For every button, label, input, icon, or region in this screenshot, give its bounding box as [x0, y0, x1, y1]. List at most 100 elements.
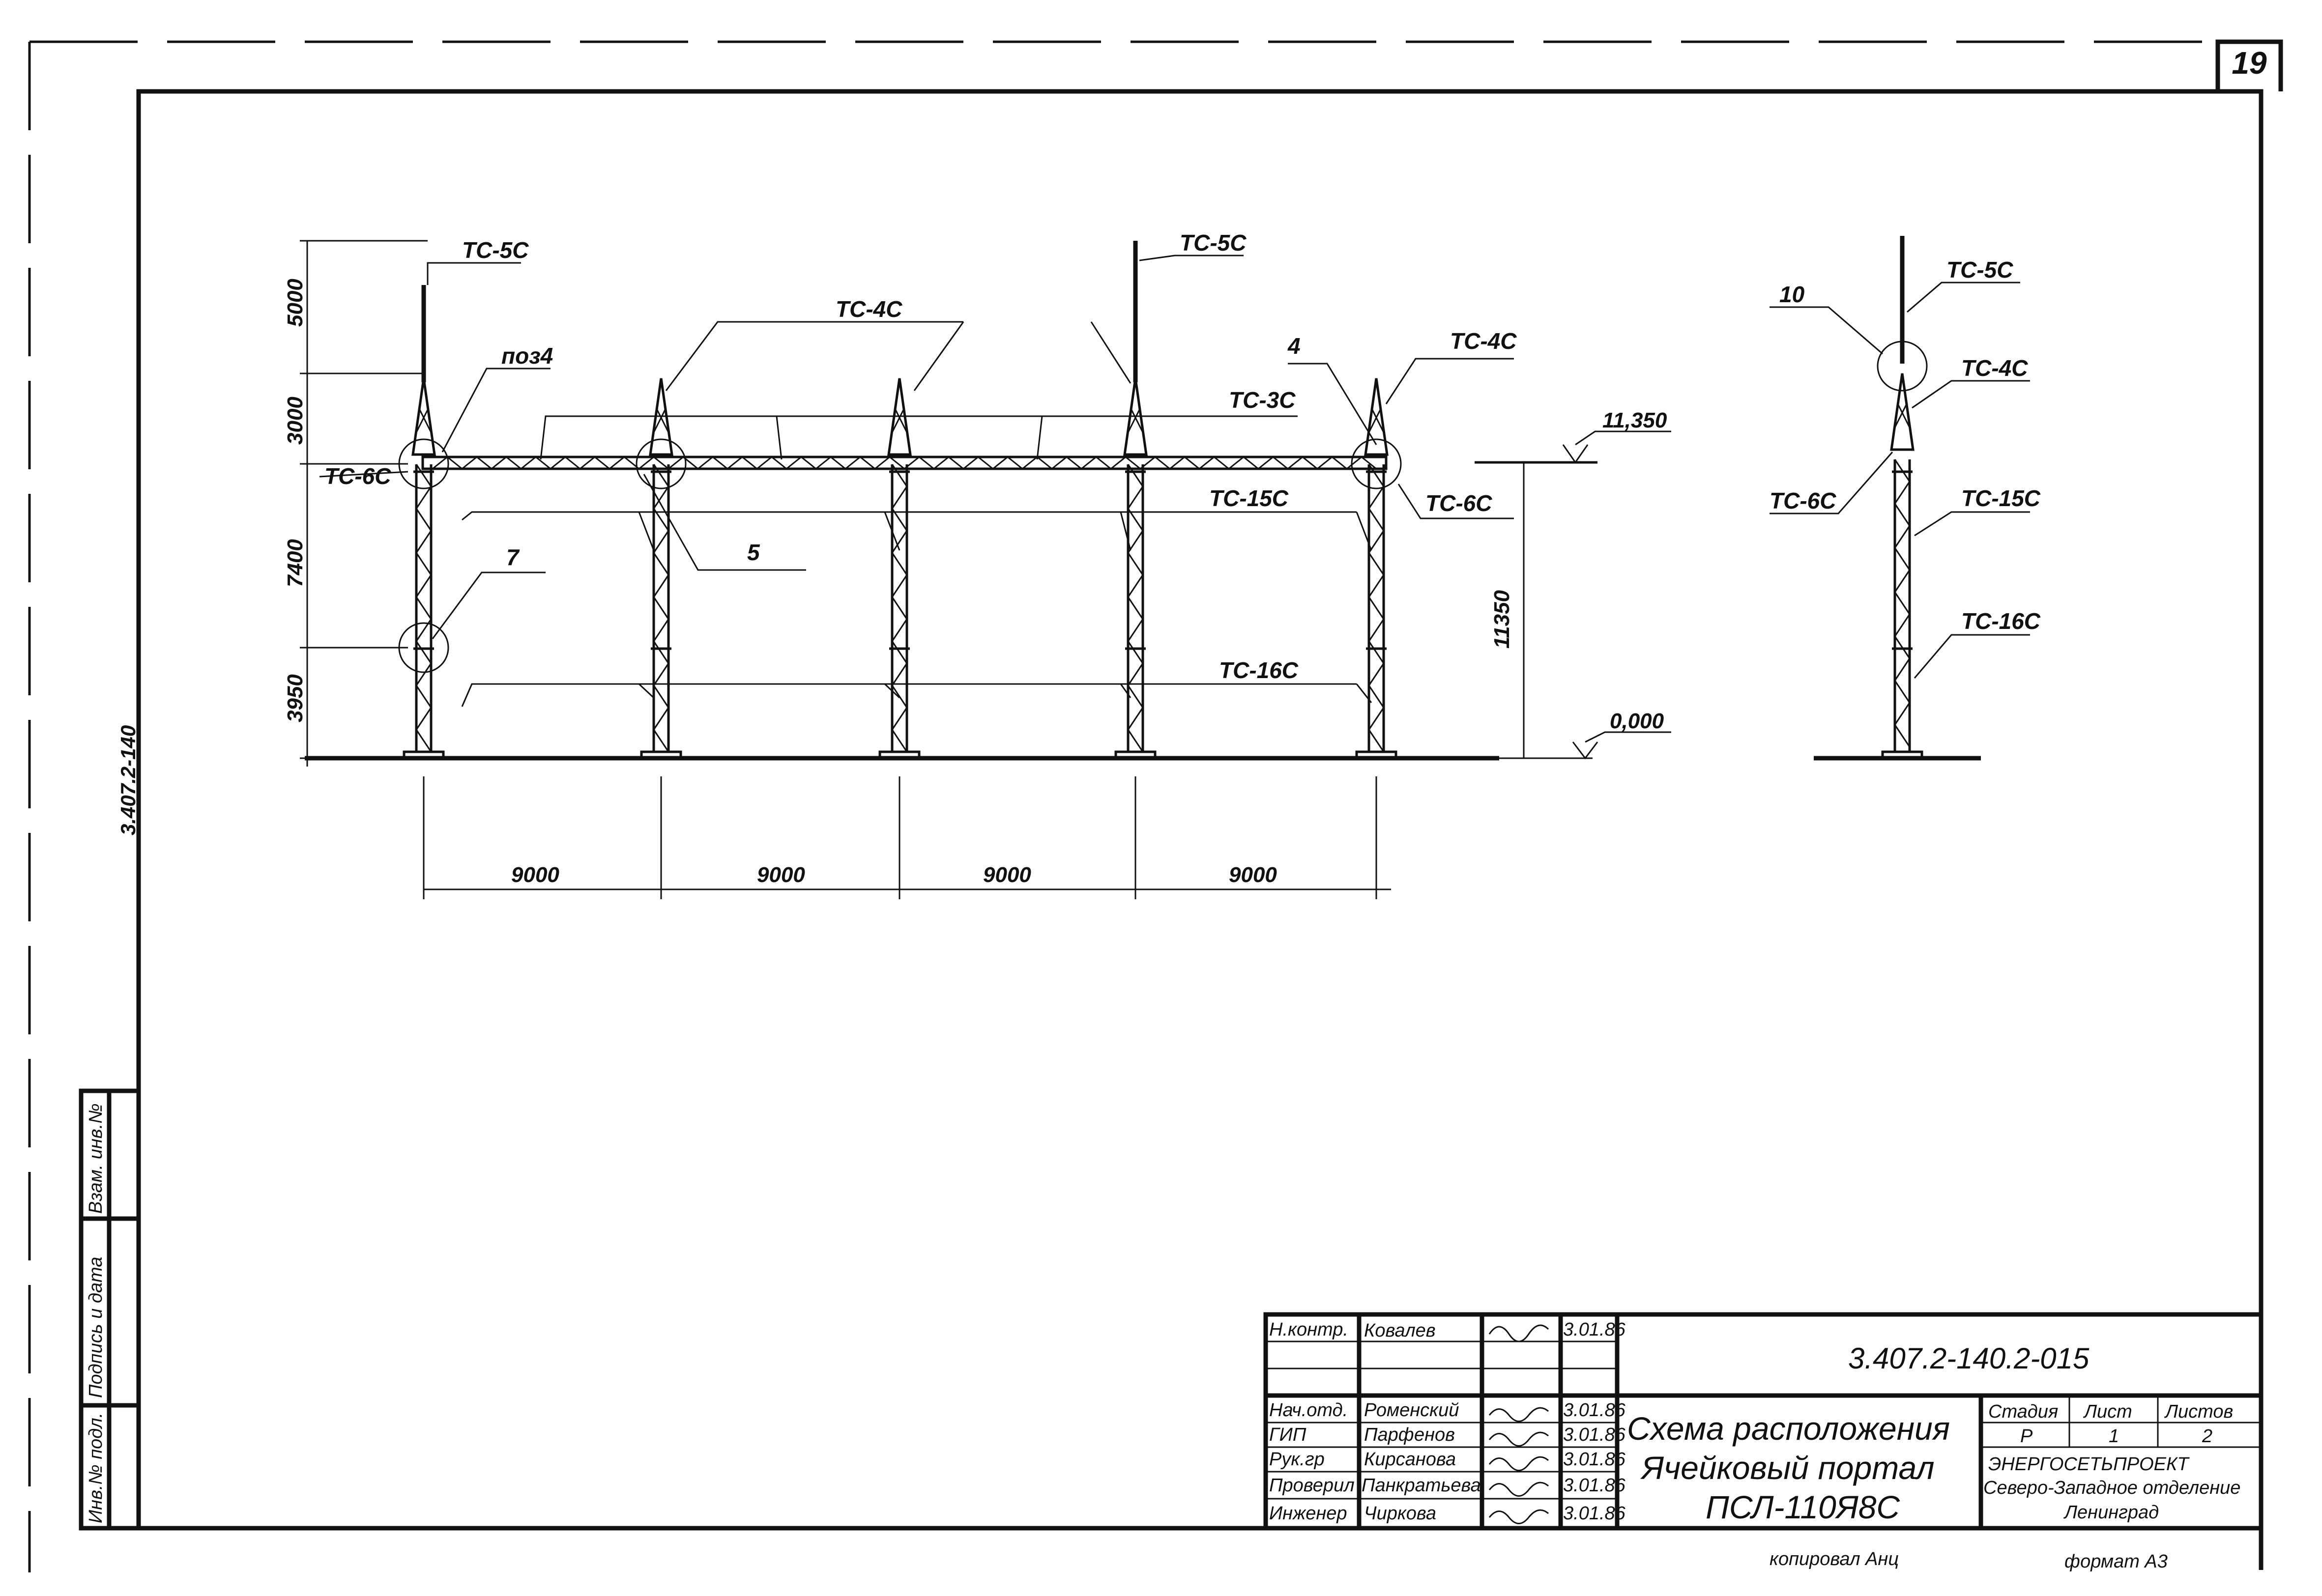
- signature-1: [1488, 1407, 1549, 1422]
- label-pos7: 7: [506, 544, 520, 570]
- tb-name-3: Кирсанова: [1364, 1449, 1456, 1470]
- side-view: 10 ТС-5С ТС-4С ТС-6С ТС-15С ТС-16С: [1770, 236, 2041, 761]
- callout-circle-pos5: [636, 438, 687, 489]
- signature-0: [1488, 1324, 1549, 1342]
- tb-name-0: Ковалев: [1364, 1320, 1436, 1341]
- side-callout-circle: [1877, 341, 1928, 392]
- side-label-tc15c: ТС-15С: [1961, 485, 2041, 511]
- label-tc3c: ТС-3С: [1229, 387, 1296, 413]
- org-city: Ленинград: [2063, 1502, 2159, 1523]
- label-tc4c-mid: ТС-4С: [836, 296, 902, 322]
- label-tc5c-left: ТС-5С: [462, 237, 529, 263]
- side-label-tc4c: ТС-4С: [1961, 355, 2028, 381]
- span-4: 9000: [1229, 863, 1277, 887]
- tb-name-5: Чиркова: [1364, 1503, 1436, 1524]
- column-2-base: [640, 750, 682, 760]
- side-column-cap: [1890, 373, 1915, 451]
- signature-4: [1488, 1482, 1549, 1497]
- tb-role-0: Н.контр.: [1269, 1319, 1348, 1340]
- paper-format: формат А3: [2064, 1551, 2168, 1572]
- label-tc16c: ТС-16С: [1219, 657, 1299, 683]
- elev-arrow-top: [1562, 444, 1589, 464]
- stamp-replace-label: Взам. инв.№: [86, 1104, 106, 1214]
- tb-date-1: 3.01.86: [1563, 1400, 1626, 1421]
- sheet-number-box: [2215, 39, 2283, 91]
- column-5-base: [1355, 750, 1397, 760]
- elev-arrow-ground: [1572, 741, 1598, 760]
- sheets-value: 2: [2202, 1426, 2212, 1447]
- side-code: 3.407.2-140: [116, 725, 140, 835]
- signature-2: [1488, 1431, 1549, 1447]
- span-1: 9000: [511, 863, 559, 887]
- title-block: Н.контр. Ковалев 3.01.86 Нач.отд. Роменс…: [1263, 1312, 2264, 1531]
- sheets-header: Листов: [2164, 1401, 2233, 1422]
- side-label-tc5c: ТС-5С: [1946, 257, 2013, 283]
- label-pos4: поз4: [501, 343, 553, 369]
- vdim-3950: 3950: [283, 674, 307, 722]
- tb-role-4: Проверил: [1269, 1475, 1355, 1496]
- elevation-top: 11,350: [1602, 408, 1667, 432]
- side-label-tc6c: ТС-6С: [1770, 488, 1836, 513]
- signature-5: [1488, 1509, 1549, 1524]
- tb-role-5: Инженер: [1269, 1503, 1347, 1524]
- column-3-base: [878, 750, 921, 760]
- signature-3: [1488, 1456, 1549, 1471]
- vdim-3000: 3000: [283, 397, 307, 445]
- org-name: ЭНЕРГОСЕТЬПРОЕКТ: [1988, 1454, 2190, 1475]
- label-tc5c-right: ТС-5С: [1180, 230, 1247, 256]
- tb-date-4: 3.01.86: [1563, 1475, 1626, 1496]
- document-code: 3.407.2-140.2-015: [1848, 1342, 2090, 1375]
- tb-name-4: Панкратьева: [1362, 1475, 1481, 1496]
- column-2: [640, 378, 682, 760]
- stamp-sign-label: Подпись и дата: [86, 1257, 106, 1398]
- title-line-3: ПСЛ-110Я8С: [1706, 1489, 1900, 1525]
- label-pos4-right: 4: [1287, 333, 1301, 359]
- vdim-7400: 7400: [283, 539, 307, 587]
- column-1: [403, 378, 445, 760]
- span-2: 9000: [757, 863, 805, 887]
- stage-value: Р: [2020, 1426, 2033, 1447]
- org-branch: Северо-Западное отделение: [1983, 1478, 2240, 1498]
- elevation-ground: 0,000: [1610, 709, 1664, 733]
- leader-tc5c-a: [427, 262, 521, 285]
- sheet-number: 19: [2232, 45, 2267, 81]
- tb-date-0: 3.01.86: [1563, 1319, 1626, 1340]
- stamp-inv-label: Инв.№ подл.: [86, 1413, 106, 1523]
- label-tc4c-right: ТС-4С: [1450, 328, 1517, 354]
- column-5: [1355, 378, 1397, 760]
- tb-role-2: ГИП: [1269, 1425, 1306, 1445]
- label-pos5: 5: [747, 540, 760, 565]
- height-dim: 11350: [1490, 590, 1514, 649]
- callout-circle-pos4-right: [1351, 438, 1402, 489]
- copied-by: копировал Анц: [1770, 1549, 1899, 1569]
- column-4-base: [1114, 750, 1157, 760]
- label-tc15c: ТС-15С: [1209, 485, 1289, 511]
- tb-role-3: Рук.гр: [1269, 1449, 1325, 1470]
- tb-role-1: Нач.отд.: [1269, 1400, 1348, 1421]
- column-5-cap: [1364, 378, 1389, 456]
- side-label-pos10: 10: [1779, 282, 1805, 307]
- title-line-2: Ячейковый портал: [1640, 1450, 1935, 1486]
- title-line-1: Схема расположения: [1627, 1410, 1950, 1447]
- column-4: [1114, 378, 1157, 760]
- tb-name-1: Роменский: [1364, 1400, 1459, 1421]
- tb-date-3: 3.01.86: [1563, 1449, 1626, 1470]
- side-stamp: Инв.№ подл. Подпись и дата Взам. инв.№: [79, 1088, 141, 1531]
- column-1-base: [403, 750, 445, 760]
- label-tc6c-left: ТС-6С: [324, 463, 391, 489]
- label-tc6c-right: ТС-6С: [1425, 490, 1492, 516]
- span-3: 9000: [983, 863, 1031, 887]
- sheet-header: Лист: [2083, 1401, 2132, 1422]
- tb-date-2: 3.01.86: [1563, 1425, 1626, 1445]
- tb-name-2: Парфенов: [1364, 1425, 1455, 1445]
- column-1-cap: [411, 378, 436, 456]
- stage-header: Стадия: [1988, 1401, 2058, 1422]
- sheet-value: 1: [2109, 1426, 2119, 1447]
- column-3: [878, 378, 921, 760]
- tb-date-5: 3.01.86: [1563, 1503, 1626, 1524]
- side-column-base: [1881, 750, 1923, 760]
- front-view: ТС-5С ТС-5С ТС-4С ТС-4С ТС-3С ТС-15С ТС-…: [283, 230, 1671, 899]
- vdim-5000: 5000: [283, 279, 307, 327]
- side-column: [1881, 373, 1923, 760]
